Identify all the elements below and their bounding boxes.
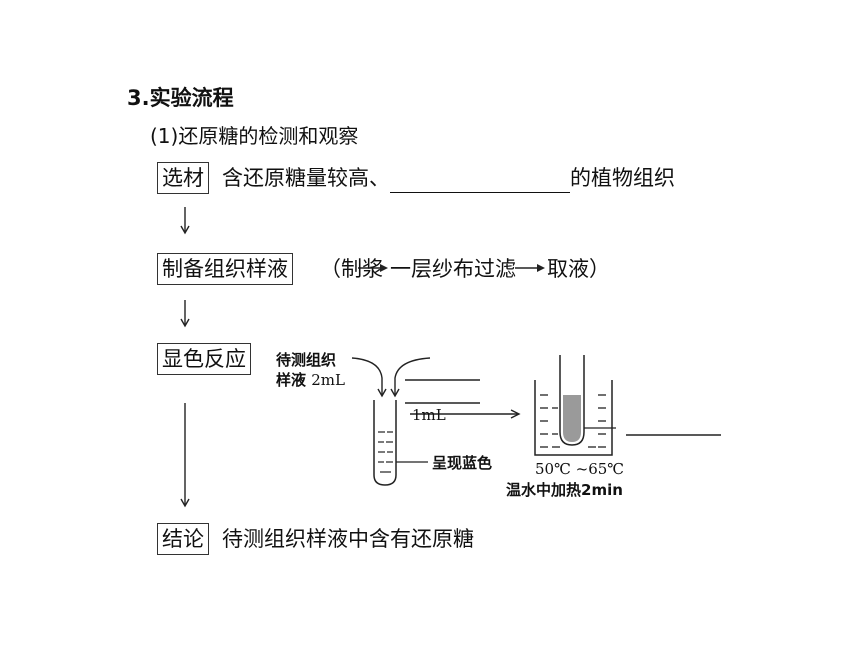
sample-label-text: 样液 <box>276 371 307 389</box>
answer-blank-material <box>390 166 570 193</box>
flow-arrow-1 <box>180 207 190 235</box>
step-select-material-box: 选材 <box>157 162 209 194</box>
flow-arrow-3 <box>180 403 190 508</box>
select-material-text-before: 含还原糖量较高、 <box>222 166 390 190</box>
sample-label-line1: 待测组织 <box>276 351 337 369</box>
step-prepare-sample-box: 制备组织样液 <box>157 253 293 285</box>
reagent-volume: 1mL <box>412 406 446 424</box>
section-title: 3.实验流程 <box>127 86 234 110</box>
water-bath-beaker <box>534 355 616 456</box>
heating-condition: 温水中加热2min <box>506 481 623 499</box>
step-prepare-sample-text: （制浆 <box>320 257 383 281</box>
inline-arrow-2 <box>515 264 545 272</box>
transfer-arrow <box>410 409 521 419</box>
blue-color-label: 呈现蓝色 <box>432 454 493 472</box>
step-color-reaction-box: 显色反应 <box>157 343 251 375</box>
reagent-pour-arrow <box>390 357 431 398</box>
step-prepare-sample-text-end: 取液） <box>547 257 610 281</box>
step-select-material-text: 含还原糖量较高、 的植物组织 <box>222 163 675 193</box>
temperature-range: 50℃ ~65℃ <box>535 460 625 478</box>
sample-pour-arrow <box>351 357 387 398</box>
inline-arrow-1 <box>358 264 388 272</box>
step-prepare-sample-text-mid: 一层纱布过滤 <box>390 257 516 281</box>
step-conclusion-text: 待测组织样液中含有还原糖 <box>222 527 474 551</box>
test-tube-1 <box>373 400 428 486</box>
step-conclusion-box: 结论 <box>157 523 209 555</box>
sample-volume: 2mL <box>311 371 345 389</box>
select-material-text-after: 的植物组织 <box>570 166 675 190</box>
subsection-title: (1)还原糖的检测和观察 <box>150 124 359 148</box>
flow-arrow-2 <box>180 300 190 328</box>
sample-label-line2: 样液 2mL <box>276 369 345 390</box>
